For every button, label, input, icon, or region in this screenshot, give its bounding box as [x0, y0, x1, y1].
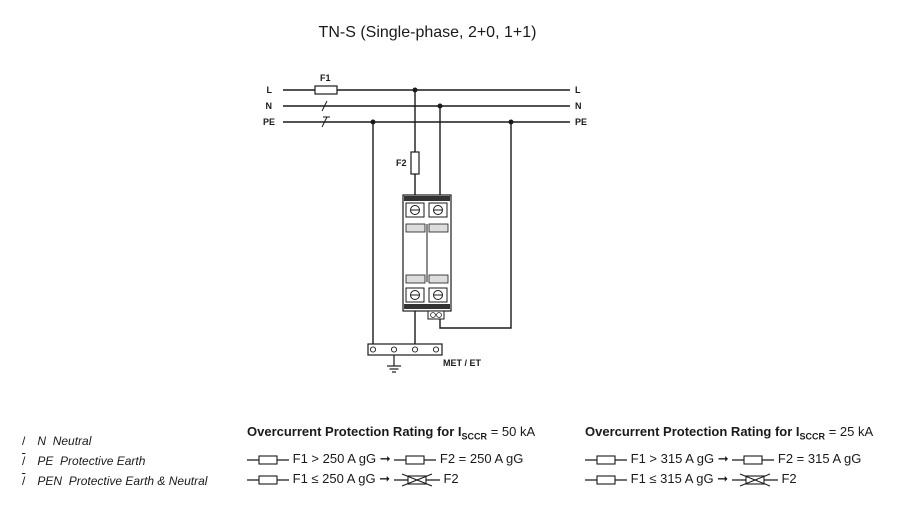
- arrow-icon: ➞: [717, 451, 729, 466]
- pe-mark-icon: /: [22, 454, 26, 468]
- fuse-icon: [247, 455, 289, 465]
- rating-row-50ka-1: F1 > 250 A gG ➞ F2 = 250 A gG: [247, 451, 523, 467]
- rating-row-25ka-2: F1 ≤ 315 A gG ➞ F2: [585, 471, 797, 487]
- legend-neutral: / N Neutral: [22, 434, 91, 448]
- label-left-l: L: [267, 85, 273, 95]
- rating-row-50ka-2: F1 ≤ 250 A gG ➞ F2: [247, 471, 459, 487]
- label-right-n: N: [575, 101, 582, 111]
- label-f2: F2: [396, 158, 407, 168]
- fuse-icon: [394, 455, 437, 465]
- pe-mark: [321, 116, 328, 128]
- arrow-icon: ➞: [379, 471, 391, 486]
- legend-text: Protective Earth: [60, 454, 146, 468]
- surge-protection-device: [402, 194, 452, 320]
- legend-pe: / PE Protective Earth: [22, 454, 145, 468]
- earth-terminal-bar: [367, 343, 443, 373]
- wiring-diagram: L N PE L N PE F1 F2: [263, 73, 587, 373]
- label-right-l: L: [575, 85, 581, 95]
- crossed-fuse-icon: [731, 473, 778, 487]
- crossed-fuse-icon: [393, 473, 440, 487]
- legend-code: N: [37, 434, 47, 448]
- label-left-n: N: [266, 101, 273, 111]
- rating-row-25ka-1: F1 > 315 A gG ➞ F2 = 315 A gG: [585, 451, 861, 467]
- fuse-f1: [314, 85, 338, 95]
- fuse-icon: [585, 475, 627, 485]
- label-left-pe: PE: [263, 117, 275, 127]
- rating-heading-50ka: Overcurrent Protection Rating for ISCCR …: [247, 424, 536, 442]
- arrow-icon: ➞: [717, 471, 729, 486]
- label-f1: F1: [320, 73, 331, 83]
- fuse-icon: [585, 455, 627, 465]
- fuse-icon: [247, 475, 289, 485]
- diagram-title: TN-S (Single-phase, 2+0, 1+1): [318, 24, 537, 41]
- label-right-pe: PE: [575, 117, 587, 127]
- legend-text: Neutral: [52, 434, 92, 448]
- fuse-icon: [732, 455, 775, 465]
- legend-text: Protective Earth & Neutral: [68, 474, 208, 488]
- neutral-mark: [321, 100, 328, 112]
- neutral-mark-icon: /: [22, 434, 26, 448]
- label-met-et: MET / ET: [443, 358, 482, 368]
- legend-code: PEN: [37, 474, 63, 488]
- pen-mark-icon: /: [22, 474, 26, 488]
- rating-heading-25ka: Overcurrent Protection Rating for ISCCR …: [585, 424, 874, 442]
- arrow-icon: ➞: [379, 451, 391, 466]
- legend-pen: / PEN Protective Earth & Neutral: [22, 474, 207, 488]
- fuse-f2: [410, 151, 420, 175]
- legend-code: PE: [37, 454, 54, 468]
